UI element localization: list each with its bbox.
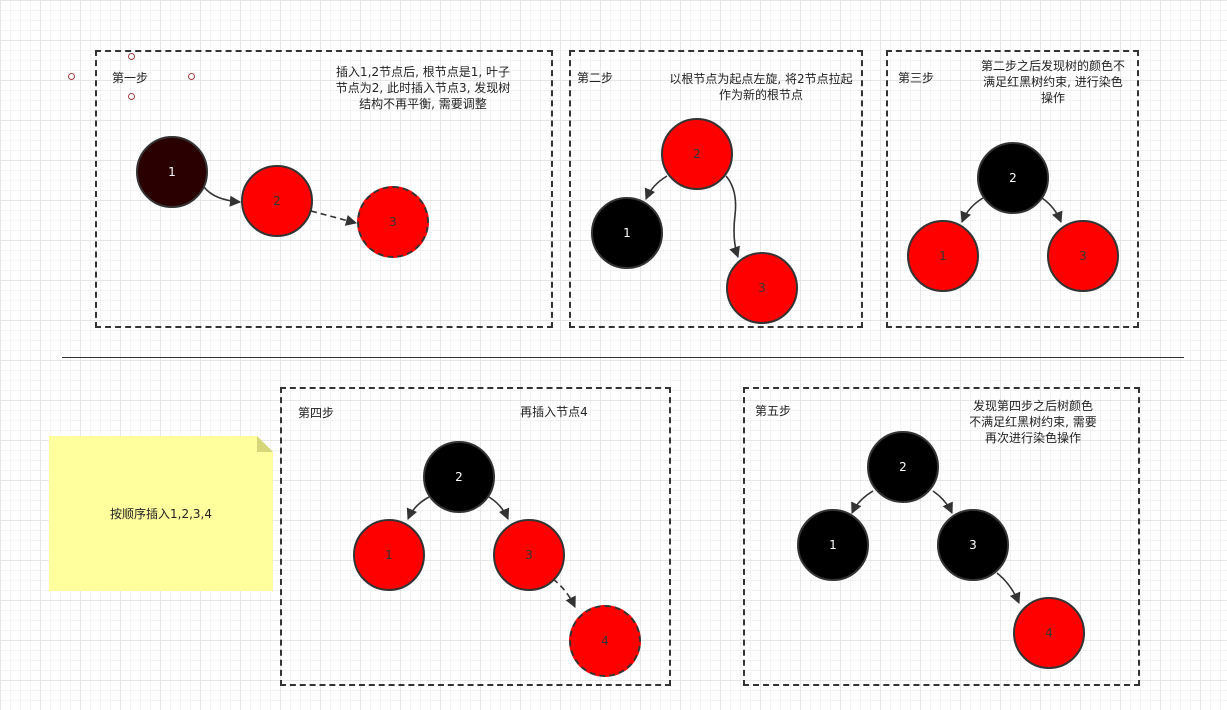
edge-2-3-step3 [1041,197,1063,224]
edge-3-4-step4 [552,578,576,609]
step4-label: 第四步 [298,406,335,420]
selection-handle-right[interactable] [188,73,195,80]
step5-description: 发现第四步之后树颜色不满足红黑树约束, 需要再次进行染色操作 [969,399,1097,445]
step1-node-2[interactable]: 2 [241,165,313,237]
selection-handle-top[interactable] [128,53,135,60]
step5-node-1[interactable]: 1 [797,509,869,581]
step3-description: 第二步之后发现树的颜色不满足红黑树约束, 进行染色操作 [980,59,1125,105]
step2-description: 以根节点为起点左旋, 将2节点拉起作为新的根节点 [669,72,853,102]
selection-handle-bottom[interactable] [128,93,135,100]
step5-label: 第五步 [755,404,792,418]
section-divider [62,357,1184,358]
edge-3-4-step5 [996,572,1021,605]
edge-2-3-step1 [310,210,358,226]
step2-label: 第二步 [577,71,614,85]
step5-node-4[interactable]: 4 [1013,597,1085,669]
edge-2-1-step2 [644,175,668,201]
step1-node-3[interactable]: 3 [357,186,429,258]
step1-label: 第一步 [112,71,149,85]
step1-panel[interactable] [95,50,553,328]
step2-node-1[interactable]: 1 [591,197,663,269]
edge-1-2-step1 [203,186,242,207]
step4-node-2[interactable]: 2 [423,441,495,513]
step5-panel[interactable] [743,387,1140,686]
edge-2-3-step2 [725,175,740,259]
step3-node-3[interactable]: 3 [1047,220,1119,292]
step2-panel[interactable] [569,50,863,328]
step5-node-3[interactable]: 3 [937,509,1009,581]
step4-description: 再插入节点4 [520,405,588,419]
sticky-note[interactable]: 按顺序插入1,2,3,4 [49,436,273,591]
selection-handle-left[interactable] [68,73,75,80]
step4-node-4[interactable]: 4 [569,605,641,677]
sticky-note-text: 按顺序插入1,2,3,4 [110,507,212,521]
step2-node-2[interactable]: 2 [661,118,733,190]
step3-panel[interactable] [886,50,1139,328]
step4-panel[interactable] [280,387,671,686]
step1-node-1[interactable]: 1 [136,136,208,208]
edge-2-3-step5 [932,490,953,515]
edge-2-1-step5 [851,490,874,515]
step3-label: 第三步 [898,71,935,85]
edge-2-1-step3 [960,197,984,224]
step4-node-1[interactable]: 1 [353,519,425,591]
step4-node-3[interactable]: 3 [493,519,565,591]
step2-node-3[interactable]: 3 [726,252,798,324]
edge-2-3-step4 [488,496,510,521]
edge-2-1-step4 [406,496,430,521]
step5-node-2[interactable]: 2 [867,431,939,503]
step1-description: 插入1,2节点后, 根节点是1, 叶子节点为2, 此时插入节点3, 发现树结构不… [335,65,511,111]
step3-node-2[interactable]: 2 [977,142,1049,214]
step3-node-1[interactable]: 1 [907,220,979,292]
